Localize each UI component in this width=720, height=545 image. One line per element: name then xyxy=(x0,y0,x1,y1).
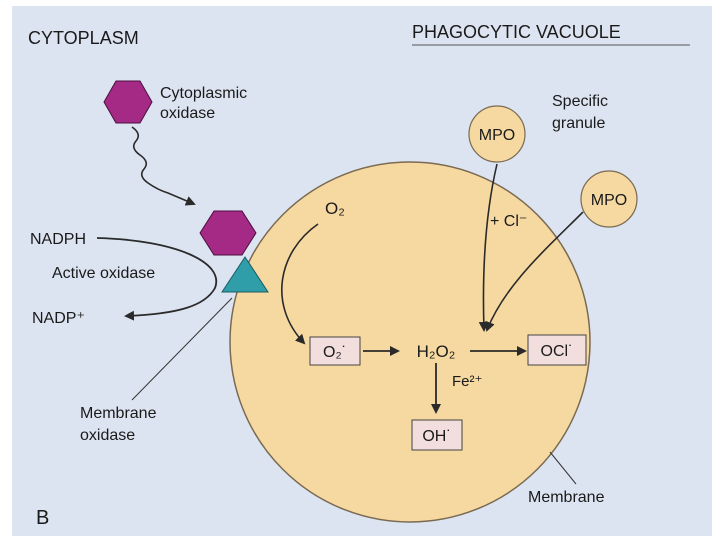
membrane-leader xyxy=(549,451,577,485)
phagocytic-vacuole-label: PHAGOCYTIC VACUOLE xyxy=(412,22,621,42)
hydroxyl-label: OH˙ xyxy=(422,428,451,445)
cytoplasmic-oxidase-label-1: Cytoplasmic xyxy=(160,85,247,102)
mpo-label-1: MPO xyxy=(479,127,515,144)
specific-granule-label-2: granule xyxy=(552,115,605,132)
mpo2-arrow xyxy=(485,211,584,332)
translocation-arrow xyxy=(131,126,196,206)
membrane-oxidase-triangle xyxy=(221,256,269,293)
mpo1-arrow xyxy=(478,163,498,332)
chloride-label: + Cl⁻ xyxy=(490,213,527,230)
superoxide-box xyxy=(309,336,361,366)
membrane-label: Membrane xyxy=(528,489,605,506)
superoxide-label: O₂˙ xyxy=(323,344,347,361)
hypochlorite-box xyxy=(527,334,587,366)
hypochlorite-label: OCl˙ xyxy=(541,343,574,360)
hydroxyl-box xyxy=(411,419,463,451)
cytoplasmic-oxidase-label-2: oxidase xyxy=(160,105,215,122)
nadph-conversion-arrow xyxy=(96,237,218,321)
o2-label: O₂ xyxy=(325,199,345,218)
cytoplasm-label: CYTOPLASM xyxy=(28,28,139,48)
specific-granule-label-1: Specific xyxy=(552,93,608,110)
cytoplasmic-oxidase-hexagon xyxy=(103,80,153,124)
panel-letter: B xyxy=(36,507,49,529)
phagocytic-vacuole-circle xyxy=(229,161,591,523)
h2o2-label: H₂O₂ xyxy=(417,342,456,361)
mpo-granule-1 xyxy=(468,105,526,163)
mpo-label-2: MPO xyxy=(591,192,627,209)
mpo-granule-2 xyxy=(580,170,638,228)
iron-label: Fe²⁺ xyxy=(452,373,482,390)
o2-to-superoxide-arrow xyxy=(281,223,319,345)
nadp-plus-label: NADP⁺ xyxy=(32,310,85,327)
nadph-label: NADPH xyxy=(30,231,86,248)
active-oxidase-label: Active oxidase xyxy=(52,265,155,282)
membrane-oxidase-leader xyxy=(131,297,233,401)
membrane-oxidase-hexagon xyxy=(199,210,257,256)
membrane-oxidase-label-1: Membrane xyxy=(80,405,157,422)
membrane-oxidase-label-2: oxidase xyxy=(80,427,135,444)
